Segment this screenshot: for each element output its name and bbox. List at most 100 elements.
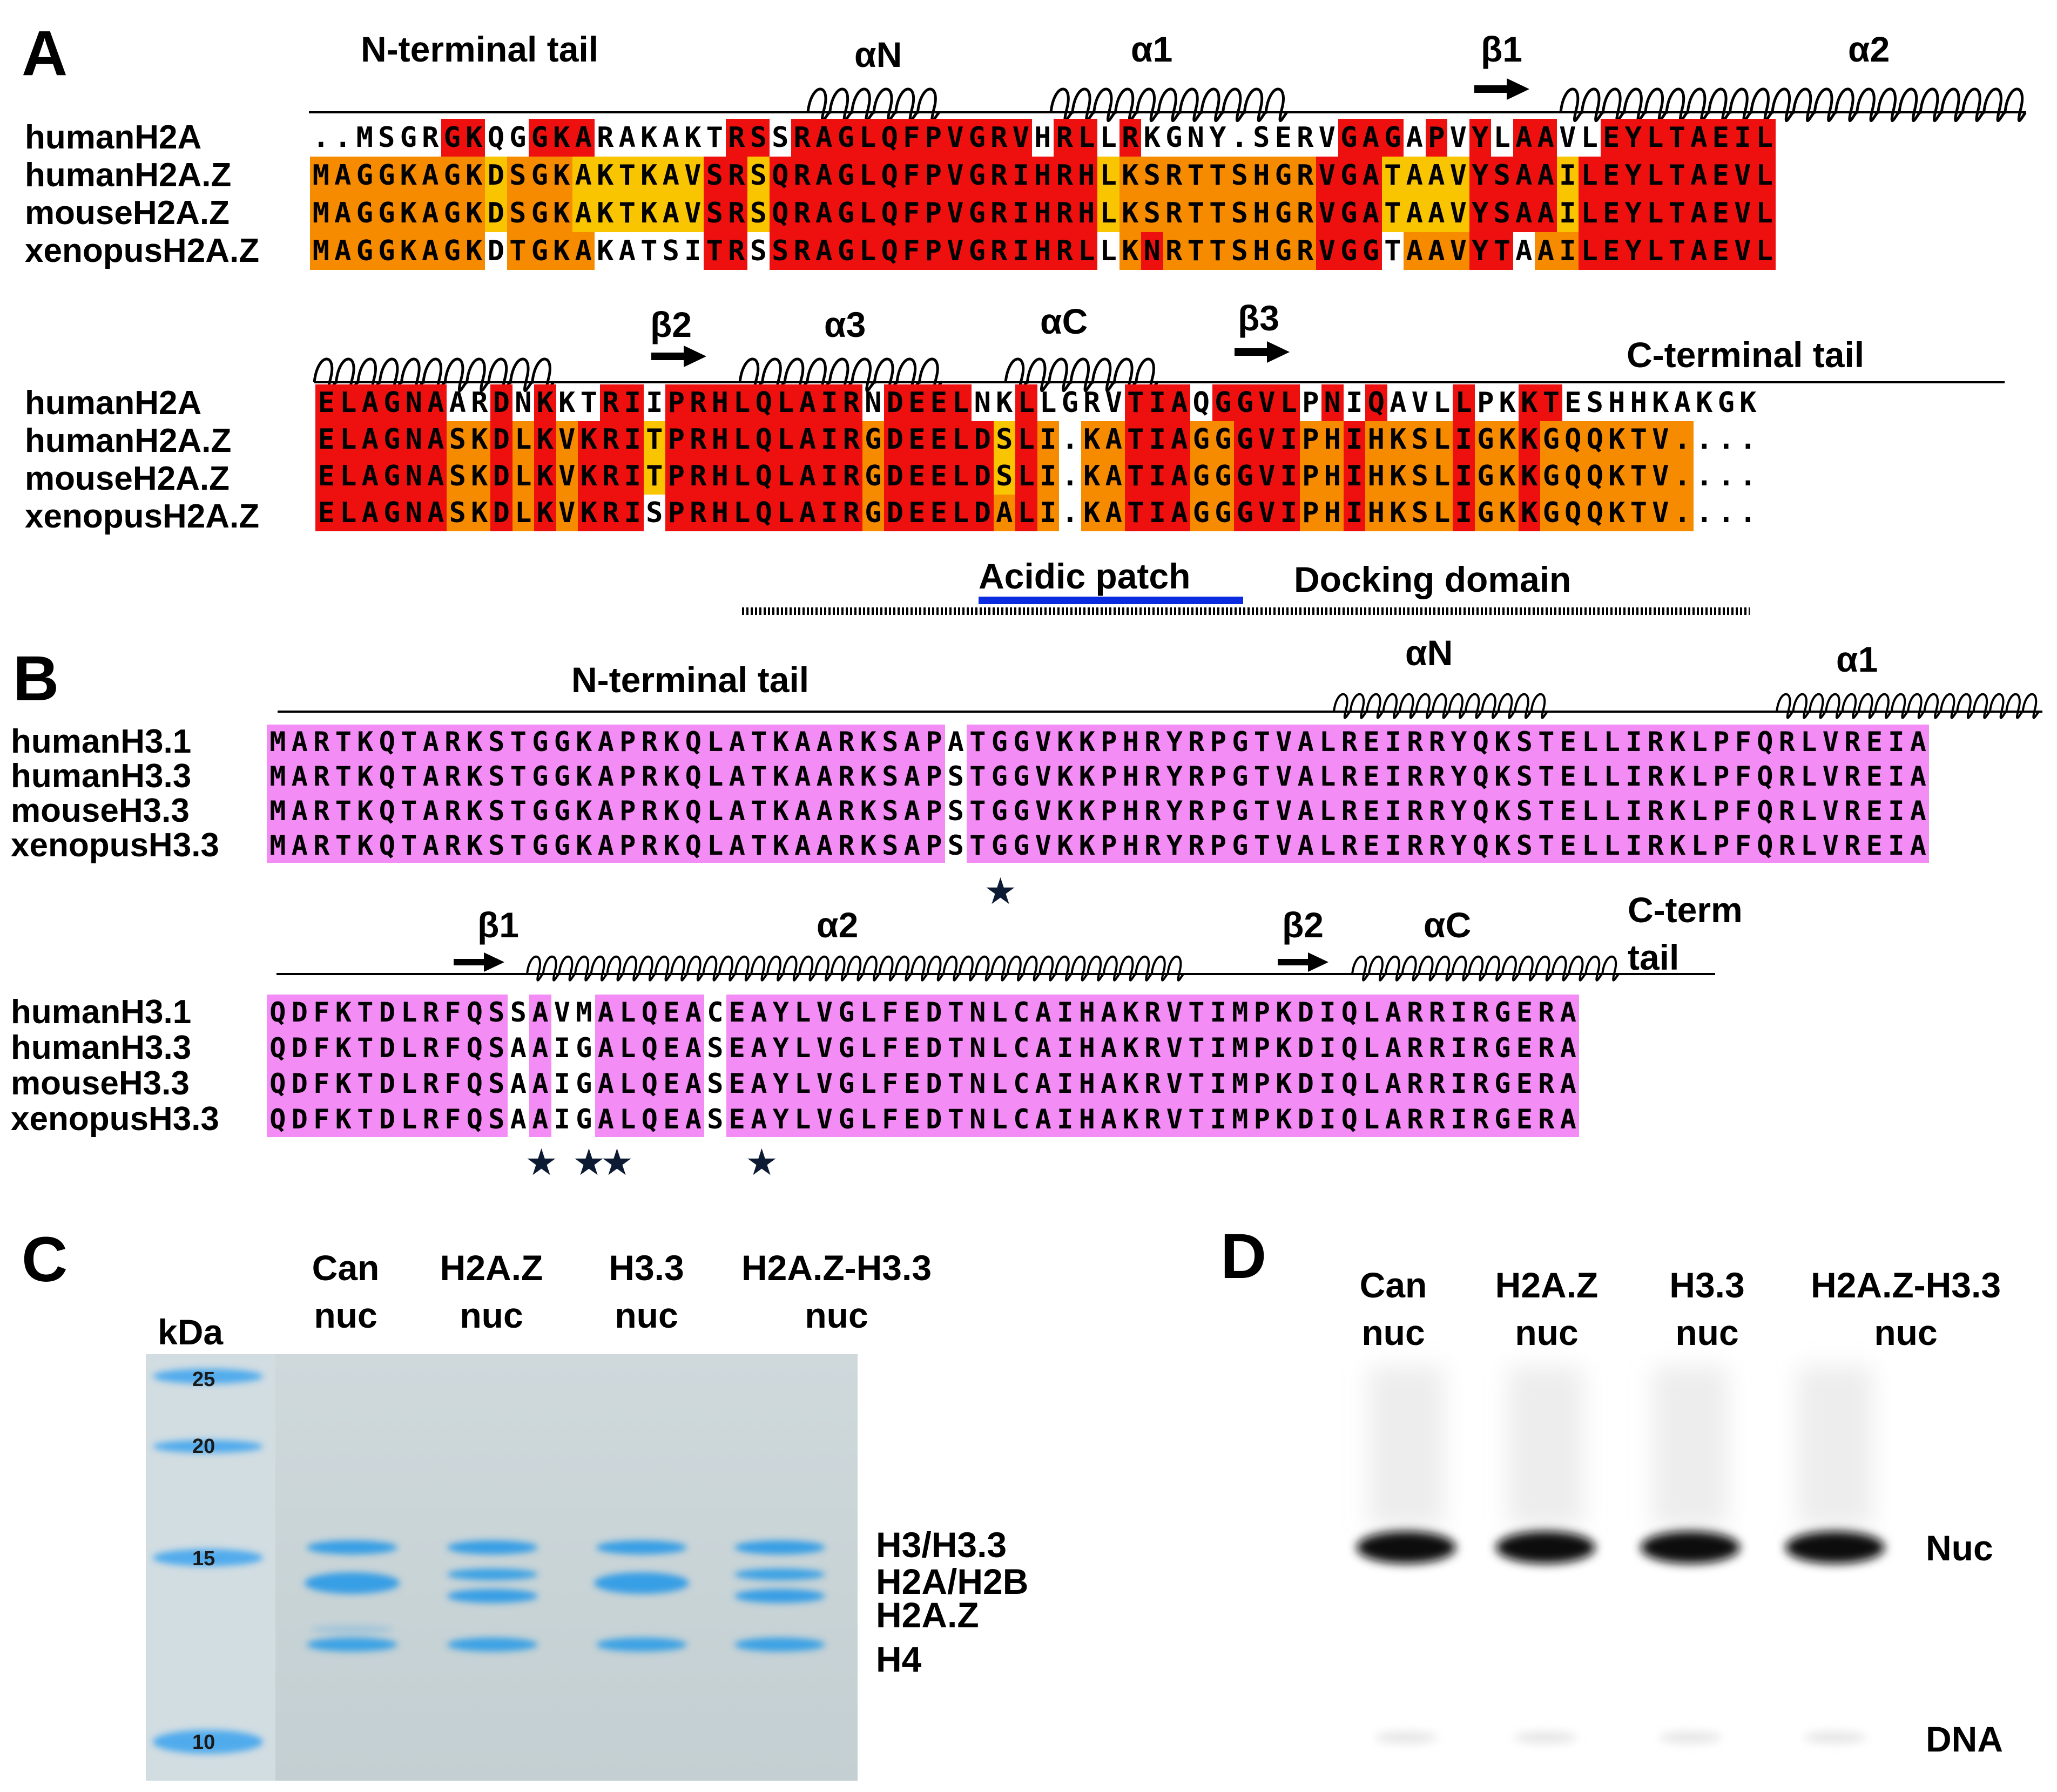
band-dna: [1375, 1732, 1438, 1743]
residue: D: [487, 235, 504, 267]
residue: R: [1644, 794, 1667, 828]
residue: A: [595, 1066, 617, 1101]
residue: K: [463, 157, 485, 194]
residue: A: [1098, 995, 1120, 1030]
residue: E: [906, 495, 928, 531]
seq-name: mouseH3.3: [11, 792, 190, 829]
residue: T: [1185, 1030, 1208, 1066]
residue: H: [1031, 157, 1054, 194]
residue: R: [1404, 1066, 1426, 1101]
residue: Q: [638, 995, 660, 1030]
residue: H: [1321, 495, 1344, 531]
residue: Y: [1622, 232, 1644, 270]
residue: H: [1119, 759, 1142, 794]
residue: G: [1061, 387, 1078, 419]
residue: G: [551, 759, 573, 794]
residue: A: [359, 495, 381, 531]
residue: P: [1299, 421, 1321, 458]
residue: V: [1032, 794, 1054, 828]
residue: T: [1185, 1066, 1208, 1101]
residue: A: [424, 421, 447, 458]
residue: P: [617, 828, 639, 863]
helix-alpha2: [526, 955, 1185, 982]
residue: K: [1492, 725, 1514, 759]
star-icon: ★: [601, 1142, 633, 1183]
ss-label-cterm-tail-b: tail: [1628, 937, 1680, 977]
residue: P: [1477, 387, 1494, 419]
residue: P: [1710, 725, 1732, 759]
residue: I: [1054, 995, 1076, 1030]
residue: L: [988, 1066, 1010, 1101]
residue: M: [310, 194, 332, 232]
residue: .: [1061, 497, 1078, 529]
residue: Y: [1209, 121, 1226, 154]
residue: I: [1054, 1066, 1076, 1101]
panel-a-names-block1: humanH2A humanH2A.Z mouseH2A.Z xenopusH2…: [25, 119, 259, 270]
residue: I: [1885, 794, 1907, 828]
residue: L: [1317, 828, 1339, 863]
residue: E: [1600, 157, 1622, 194]
residue: N: [403, 458, 425, 495]
residue: Q: [376, 725, 398, 759]
residue: V: [1032, 759, 1054, 794]
residue: I: [1885, 725, 1907, 759]
residue: A: [359, 458, 381, 495]
residue: Q: [682, 794, 704, 828]
residue: G: [1474, 495, 1496, 531]
residue: G: [1010, 794, 1033, 828]
residue: R: [1142, 759, 1164, 794]
seq-name: humanH3.3: [11, 1029, 192, 1066]
residue: L: [1579, 194, 1601, 232]
residue: I: [1556, 194, 1579, 232]
residue: Q: [463, 1066, 485, 1101]
residue: A: [1404, 232, 1426, 270]
residue: P: [922, 194, 945, 232]
band-nuc: [1496, 1531, 1595, 1564]
seq-name: mouseH2A.Z: [25, 460, 230, 497]
residue: .: [1671, 421, 1694, 458]
residue: S: [1586, 387, 1603, 419]
residue: K: [534, 458, 556, 495]
residue: K: [1387, 421, 1409, 458]
residue: L: [1431, 495, 1453, 531]
residue: T: [1384, 235, 1401, 267]
residue: T: [1251, 828, 1273, 863]
residue: L: [857, 1066, 879, 1101]
residue: M: [267, 828, 289, 863]
residue: G: [1540, 495, 1562, 531]
residue: S: [662, 235, 679, 267]
residue: K: [1387, 458, 1409, 495]
residue: R: [835, 828, 858, 863]
residue: I: [1207, 1066, 1229, 1101]
residue: Q: [376, 759, 398, 794]
residue: P: [665, 458, 687, 495]
helix-alpha3: [738, 357, 943, 393]
residue: L: [1015, 495, 1037, 531]
residue: V: [1256, 421, 1278, 458]
residue: T: [1381, 194, 1404, 232]
residue: K: [550, 194, 572, 232]
residue: A: [813, 194, 835, 232]
residue: G: [835, 157, 857, 194]
residue: Y: [770, 995, 792, 1030]
residue: G: [1234, 495, 1256, 531]
residue: L: [1579, 157, 1601, 194]
residue: G: [441, 119, 463, 157]
residue: G: [441, 194, 463, 232]
residue: L: [1644, 194, 1666, 232]
residue: E: [1513, 1066, 1535, 1101]
residue: R: [1338, 725, 1360, 759]
residue: N: [967, 1030, 989, 1066]
residue: T: [354, 1030, 376, 1066]
residue: L: [792, 1066, 814, 1101]
band-label-dna: DNA: [1926, 1719, 2003, 1759]
residue: L: [1581, 121, 1598, 154]
residue: C: [707, 997, 724, 1028]
residue: K: [1667, 794, 1689, 828]
residue: Q: [463, 995, 485, 1030]
residue: R: [725, 232, 747, 270]
residue: F: [900, 194, 922, 232]
residue: K: [770, 828, 792, 863]
